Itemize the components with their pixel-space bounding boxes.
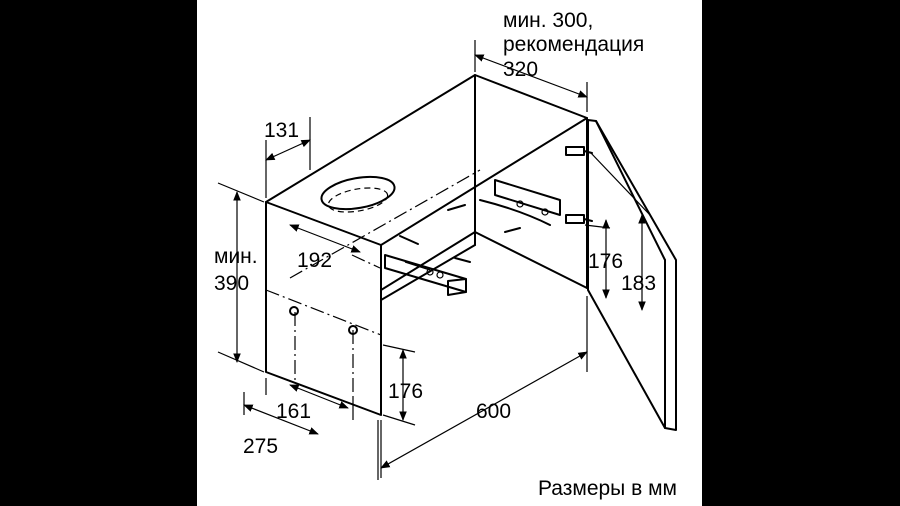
dim-600 xyxy=(380,296,588,478)
cabinet-outline xyxy=(265,74,588,416)
dim-161 xyxy=(265,378,354,420)
dim-320 xyxy=(474,40,588,112)
label-600: 600 xyxy=(476,400,511,423)
label-192: 192 xyxy=(297,249,332,272)
left-black-bar xyxy=(0,0,197,506)
dim-183 xyxy=(589,151,651,311)
label-recommendation: рекомендация xyxy=(503,33,644,56)
front-screws xyxy=(289,306,358,335)
label-176-right: 176 xyxy=(588,250,623,273)
right-black-bar xyxy=(702,0,900,506)
dim-275 xyxy=(243,392,379,480)
label-275: 275 xyxy=(243,435,278,458)
dim-192 xyxy=(289,224,361,253)
dim-390 xyxy=(217,182,265,373)
label-161: 161 xyxy=(276,400,311,423)
back-bracket xyxy=(447,179,561,233)
hidden-lines xyxy=(265,75,481,398)
label-176-bottom: 176 xyxy=(388,380,423,403)
duct-opening xyxy=(320,175,396,213)
label-320: 320 xyxy=(503,58,538,81)
front-bracket xyxy=(384,235,471,296)
dim-176-right xyxy=(584,219,611,299)
label-131: 131 xyxy=(264,119,299,142)
dim-131 xyxy=(265,117,311,198)
label-390: 390 xyxy=(214,272,249,295)
open-door-panel xyxy=(587,119,677,431)
caption-dimensions-mm: Размеры в мм xyxy=(538,477,677,500)
label-183: 183 xyxy=(621,272,656,295)
label-min-300: мин. 300, xyxy=(503,9,593,32)
label-min: мин. xyxy=(214,245,258,268)
